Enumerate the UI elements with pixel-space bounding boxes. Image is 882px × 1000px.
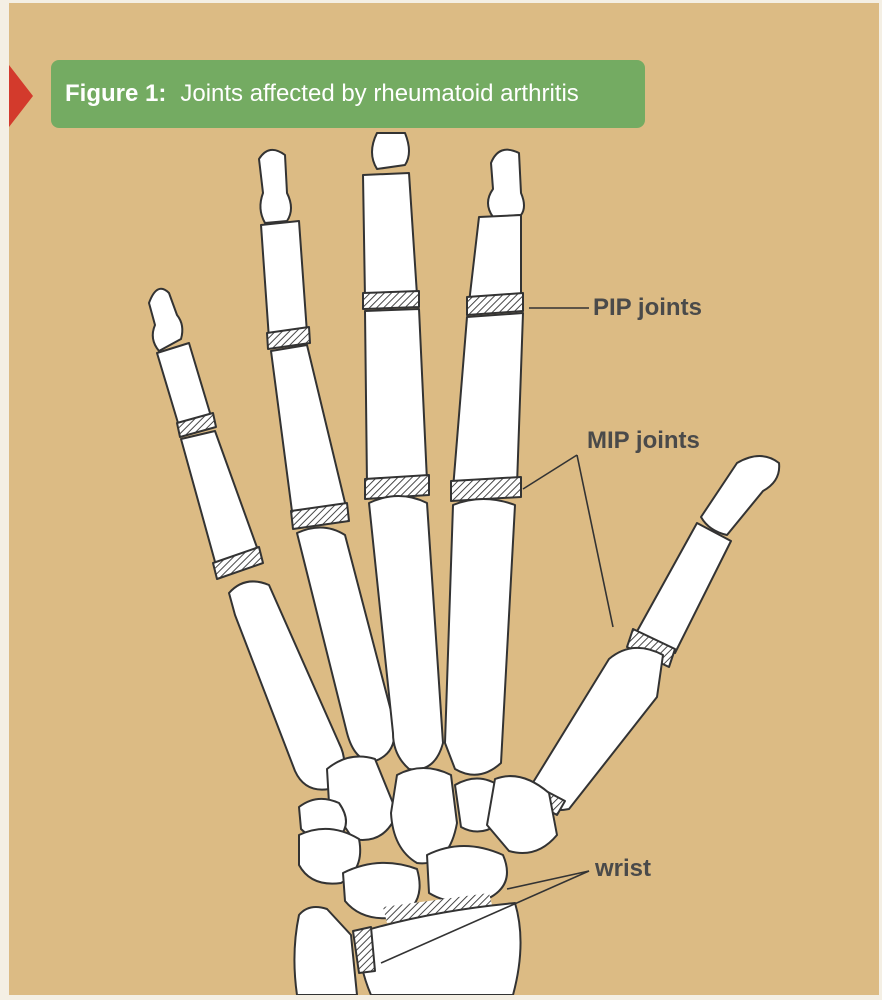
wrist-label: wrist <box>595 855 652 882</box>
hand-skeleton-diagram <box>148 132 781 995</box>
index-mcp-joint <box>450 476 522 502</box>
wrist-joint-hatch <box>383 893 493 923</box>
figure-title-bar: Figure 1: Joints affected by rheumatoid … <box>51 60 645 128</box>
ring-middle-phalanx <box>260 220 308 340</box>
index-proximal-phalanx <box>452 312 524 490</box>
scaphoid-bone <box>426 845 508 904</box>
index-distal-phalanx <box>487 148 525 218</box>
thumb <box>516 455 781 816</box>
middle-mcp-joint <box>364 474 430 500</box>
thumb-metacarpal <box>528 647 664 811</box>
ring-metacarpal <box>296 526 396 763</box>
little-pip-joint <box>176 412 217 438</box>
ring-distal-phalanx <box>258 148 292 224</box>
carpal-bones <box>298 755 558 923</box>
little-finger <box>148 287 346 791</box>
figure-label: Figure 1: <box>65 80 167 107</box>
ring-mcp-joint <box>290 502 350 530</box>
middle-middle-phalanx <box>362 172 418 300</box>
mip-joints-label: MIP joints <box>587 427 700 454</box>
figure-title: Joints affected by rheumatoid arthritis <box>180 80 579 107</box>
index-finger <box>444 148 525 776</box>
thumb-distal-phalanx <box>700 455 781 536</box>
middle-distal-phalanx <box>371 132 410 170</box>
middle-metacarpal <box>368 495 444 771</box>
middle-proximal-phalanx <box>364 308 428 486</box>
leader-lines <box>380 307 614 964</box>
index-metacarpal <box>444 498 516 776</box>
middle-finger <box>362 132 444 771</box>
index-middle-phalanx <box>468 214 522 304</box>
mip-leader-line-a <box>522 454 578 490</box>
little-distal-phalanx <box>148 287 184 352</box>
wrist-leader-line-a <box>506 870 590 890</box>
ulna-bone <box>293 906 358 995</box>
ring-finger <box>258 148 396 763</box>
figure-panel: Figure 1: Joints affected by rheumatoid … <box>9 3 879 995</box>
index-pip-joint <box>466 292 524 316</box>
little-proximal-phalanx <box>180 430 260 570</box>
thumb-proximal-phalanx <box>634 522 732 654</box>
mip-leader-line-b <box>576 454 614 628</box>
little-mcp-joint <box>212 546 264 580</box>
lunate-bone <box>342 861 421 920</box>
middle-pip-joint <box>362 290 420 310</box>
forearm-bones <box>293 902 522 995</box>
triquetrum-bone <box>298 827 362 885</box>
ring-proximal-phalanx <box>270 344 348 520</box>
trapezium-bone <box>486 775 558 854</box>
pip-joints-label: PIP joints <box>593 294 702 321</box>
radius-joint-hatch <box>352 926 376 974</box>
wrist-leader-line-b <box>380 870 590 964</box>
ring-pip-joint <box>266 326 311 350</box>
figure-marker-arrow <box>9 65 33 127</box>
